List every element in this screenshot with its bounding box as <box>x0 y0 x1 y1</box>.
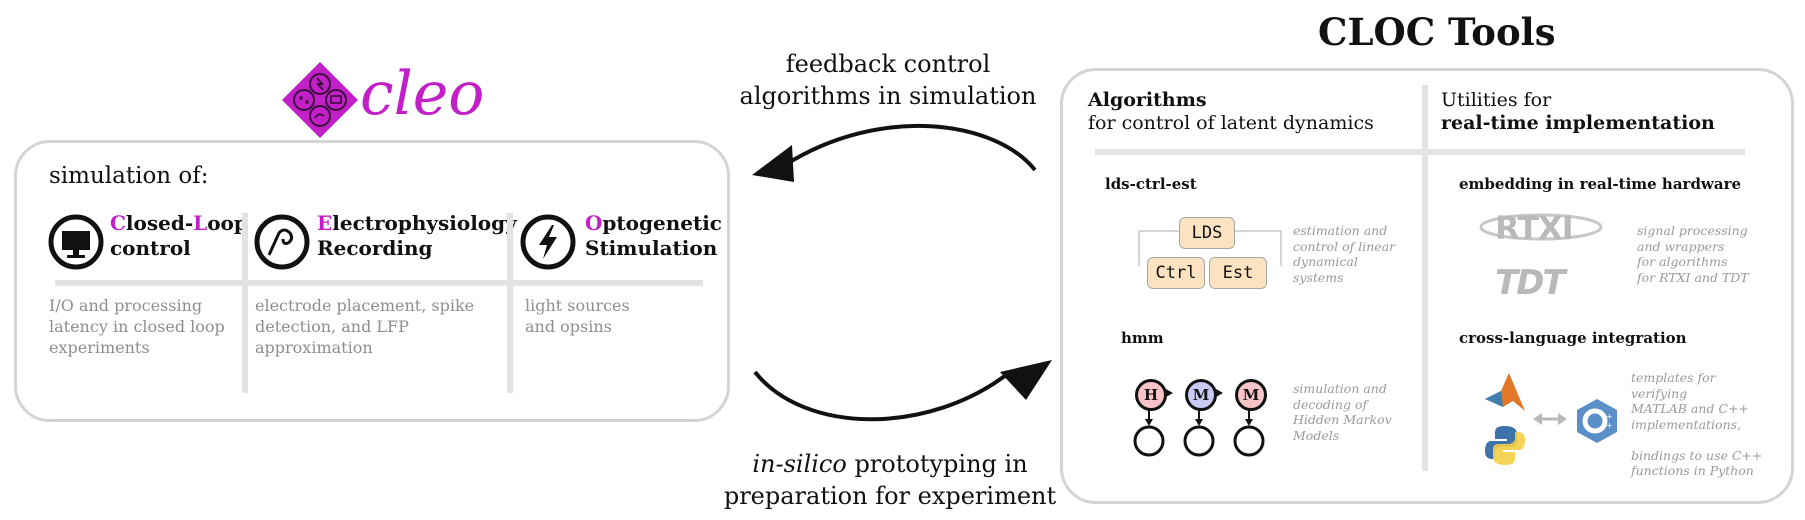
rtxi-logo: RTXI <box>1495 209 1574 247</box>
tdt-logo: TDT <box>1495 263 1566 303</box>
cleo-logo-text: cleo <box>360 59 485 129</box>
monitor-icon <box>48 214 104 270</box>
crosslang-title: cross-language integration <box>1459 329 1687 347</box>
est-node: Est <box>1209 257 1267 289</box>
hmm-title: hmm <box>1121 329 1164 347</box>
rtxi-logo-swoosh <box>1479 213 1603 241</box>
hmm-node-h: H <box>1135 379 1167 411</box>
svg-text:+: + <box>1606 412 1613 421</box>
electrode-icon <box>254 214 310 270</box>
embedding-title: embedding in real-time hardware <box>1459 175 1742 193</box>
cycle-arrows <box>752 123 1052 422</box>
in-silico-label: in-silico prototyping in preparation for… <box>723 450 1057 510</box>
cloc-panel: Algorithms for control of latent dynamic… <box>1060 68 1794 504</box>
hmm-node-m1: M <box>1185 379 1217 411</box>
cleo-diamond-icon <box>282 62 358 138</box>
cleo-panel: simulation of: Closed-Loop control I/O a… <box>14 140 730 422</box>
lds-node: LDS <box>1179 217 1235 249</box>
cpp-icon: + + <box>1577 399 1617 443</box>
cloc-tools-title: CLOC Tools <box>1318 10 1556 54</box>
cleo-horizontal-divider <box>55 280 703 286</box>
cleo-logo: cleo <box>280 60 484 140</box>
closed-loop-heading: Closed-Loop control <box>110 211 248 260</box>
algorithms-header: Algorithms for control of latent dynamic… <box>1088 89 1374 134</box>
cloc-vertical-divider <box>1422 85 1428 471</box>
lightning-icon <box>520 214 576 270</box>
cleo-subtitle: simulation of: <box>49 163 209 189</box>
electrophysiology-heading: Electrophysiology Recording <box>317 211 517 260</box>
hmm-node-m2: M <box>1235 379 1267 411</box>
bidirectional-arrow-icon <box>1533 413 1567 425</box>
ctrl-node: Ctrl <box>1147 257 1205 289</box>
svg-text:+: + <box>1606 421 1613 430</box>
cleo-divider-2 <box>507 213 513 393</box>
lds-ctrl-est-title: lds-ctrl-est <box>1105 175 1197 193</box>
python-icon <box>1485 426 1525 465</box>
cleo-divider-1 <box>242 213 248 393</box>
optogenetic-heading: Optogenetic Stimulation <box>585 211 722 260</box>
utilities-header: Utilities for real-time implementation <box>1441 89 1715 134</box>
matlab-icon <box>1485 373 1525 411</box>
cloc-horizontal-divider <box>1095 149 1745 155</box>
